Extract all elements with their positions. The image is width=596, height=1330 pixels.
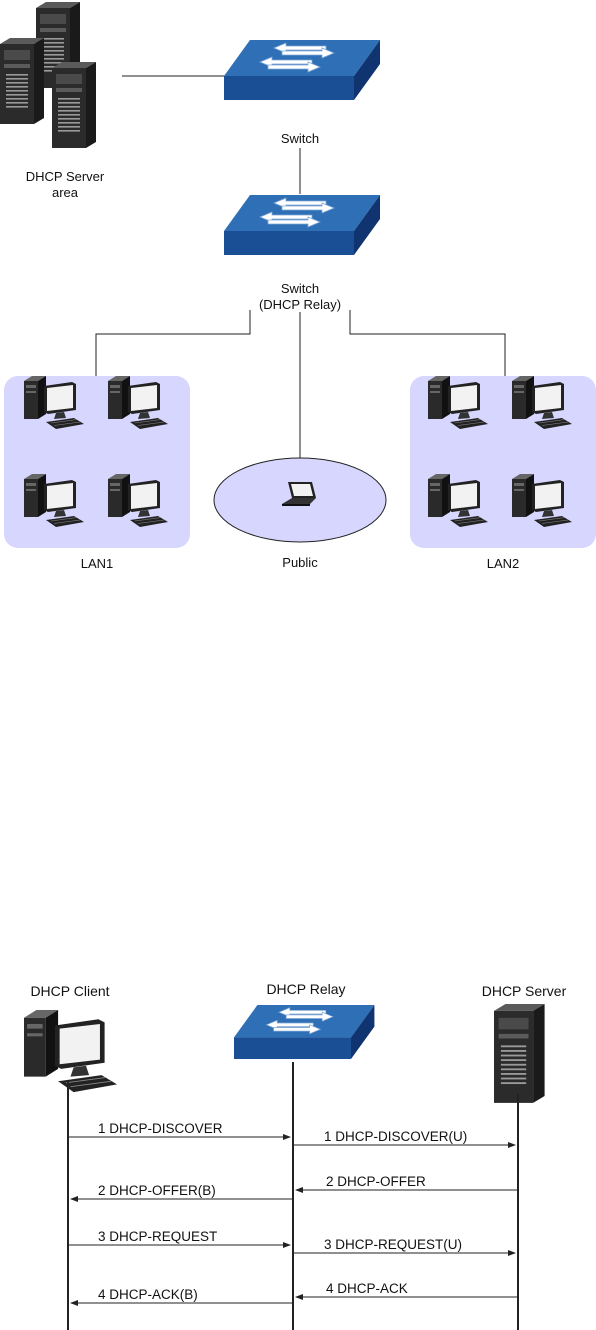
message-label: 4 DHCP-ACK(B) [98, 1287, 198, 1302]
relay-switch-label: Switch (DHCP Relay) [230, 281, 370, 313]
message-label: 3 DHCP-REQUEST [98, 1229, 218, 1244]
message-arrows [68, 1134, 518, 1306]
message-label: 4 DHCP-ACK [326, 1281, 408, 1296]
message-label: 2 DHCP-OFFER [326, 1174, 426, 1189]
server-area-label-line1: DHCP Server [25, 169, 105, 184]
public-label: Public [282, 555, 318, 570]
sequence-relay-switch-icon [233, 1004, 375, 1060]
server-label: DHCP Server [481, 983, 567, 999]
relay-switch-icon [223, 194, 381, 256]
top-switch-icon [223, 39, 381, 101]
message-label: 2 DHCP-OFFER(B) [98, 1183, 216, 1198]
link-relay-lan1 [95, 310, 251, 376]
message-label: 1 DHCP-DISCOVER(U) [324, 1129, 468, 1144]
lan2-group [410, 375, 596, 548]
server-area-label-line2: area [51, 185, 79, 200]
message-label: 3 DHCP-REQUEST(U) [324, 1237, 463, 1252]
client-pc-icon [23, 1009, 118, 1093]
public-group [213, 457, 387, 543]
relay-switch-label-line2: (DHCP Relay) [258, 297, 342, 312]
client-label: DHCP Client [30, 983, 110, 999]
server-area-label: DHCP Server area [10, 169, 120, 201]
relay-label: DHCP Relay [266, 981, 346, 997]
message-label: 1 DHCP-DISCOVER [98, 1121, 223, 1136]
topology-links [95, 75, 506, 478]
lifelines [67, 1062, 519, 1330]
top-switch-label: Switch [280, 131, 320, 146]
lan2-label: LAN2 [486, 556, 520, 571]
lan1-label: LAN1 [80, 556, 114, 571]
relay-switch-label-line1: Switch [280, 281, 320, 296]
link-relay-lan2 [349, 310, 506, 376]
lan1-group [4, 375, 190, 548]
server-area-icon [0, 2, 96, 148]
sequence-server-icon [494, 1004, 545, 1103]
